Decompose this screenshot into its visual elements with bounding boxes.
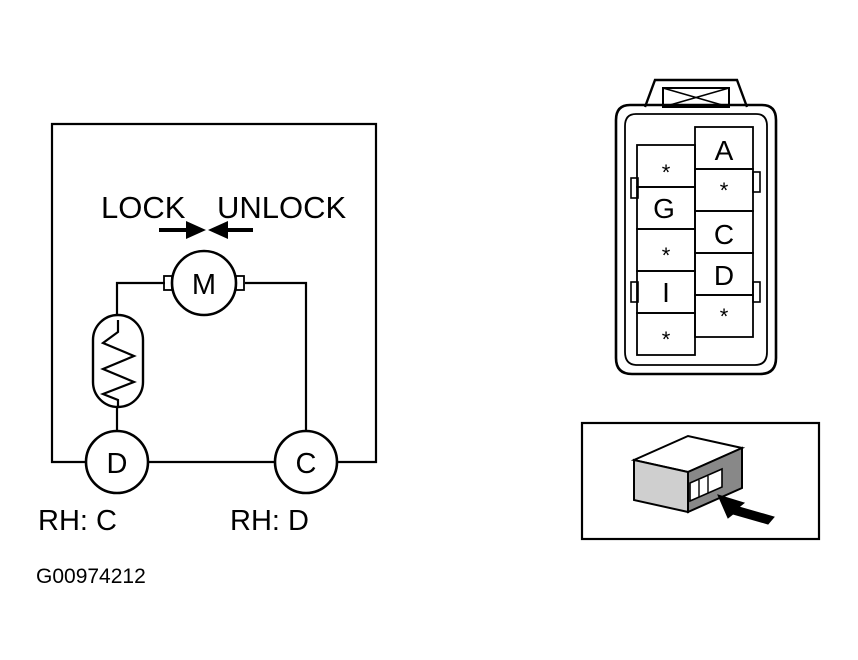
unlock-label: UNLOCK (217, 190, 347, 225)
pin-label-star-l5: * (662, 327, 671, 352)
rh-left-label: RH: C (38, 505, 117, 537)
figure-id: G00974212 (36, 565, 146, 588)
connector-face-view (614, 78, 778, 376)
pin-cell-right-5 (694, 294, 754, 338)
connector-tab-right-bottom (752, 281, 761, 303)
unlock-arrowhead-icon (208, 221, 228, 239)
connector-tab-right-top (752, 171, 761, 193)
left-motor-wire (115, 281, 165, 315)
pointer-arrow-icon (717, 494, 775, 525)
pin-label-d: D (714, 260, 734, 291)
pin-label-star-r5: * (720, 304, 729, 329)
pin-label-star-l3: * (662, 243, 671, 268)
rh-right-label: RH: D (230, 505, 309, 537)
right-motor-wire (245, 281, 308, 431)
connector-housing-outer (614, 103, 778, 376)
terminal-c-label: C (296, 448, 317, 480)
pin-label-a: A (715, 135, 734, 166)
pin-label-i: I (662, 277, 670, 308)
motor-label: M (192, 269, 216, 301)
terminal-d-label: D (107, 448, 128, 480)
connector-housing-inner (624, 113, 768, 366)
pin-label-star-l1: * (662, 160, 671, 185)
locator-frame (580, 421, 821, 541)
pin-label-star-r2: * (720, 178, 729, 203)
pin-label-c: C (714, 219, 734, 250)
pin-label-g: G (653, 193, 675, 224)
connector-latch-box (662, 87, 730, 108)
connector-tab-left-top (630, 177, 639, 199)
lock-arrowhead-icon (186, 221, 206, 239)
motor-circle (170, 249, 238, 317)
connector-locator-icon (580, 421, 821, 541)
block-socket (689, 467, 723, 503)
lock-unlock-arrows (159, 221, 253, 239)
lock-label: LOCK (101, 190, 186, 225)
outer-wire (50, 122, 378, 464)
ptc-thermistor-zigzag (99, 320, 137, 406)
circuit-diagram (50, 122, 378, 495)
connector-latch (643, 78, 749, 108)
connector-tab-left-bottom (630, 281, 639, 303)
